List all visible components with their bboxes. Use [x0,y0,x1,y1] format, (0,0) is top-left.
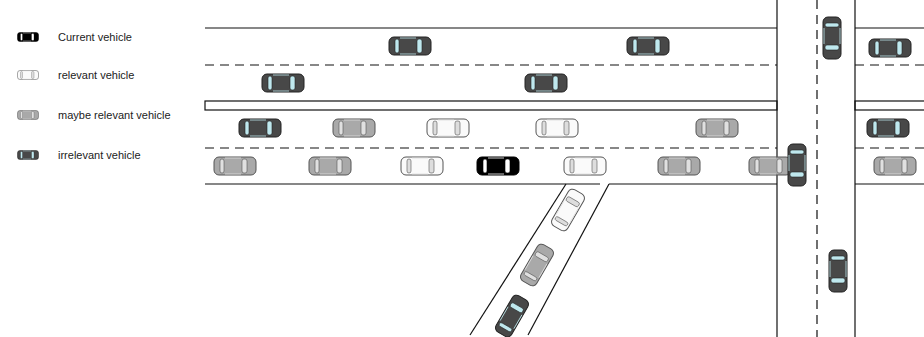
lane-divider [205,64,777,65]
maybe-relevant-vehicle [309,157,351,175]
legend-icons [18,33,39,160]
irrelevant-vehicle [829,250,847,292]
road-edge [854,0,855,337]
irrelevant-vehicle [239,119,281,137]
irrelevant-vehicle [867,119,909,137]
maybe-relevant-vehicle [214,157,256,175]
road-edge [855,183,924,184]
legend-swatch [18,111,39,120]
irrelevant-vehicle [262,74,304,92]
irrelevant-vehicle [823,17,841,59]
legend-swatch [18,71,39,80]
irrelevant-vehicle [525,74,567,92]
legend-label: maybe relevant vehicle [58,108,171,122]
legend-label: irrelevant vehicle [58,148,141,162]
maybe-relevant-vehicle [333,119,375,137]
legend-swatch [18,33,39,42]
irrelevant-vehicle [389,37,431,55]
relevant-vehicle [536,119,578,137]
legend-swatch [18,151,39,160]
irrelevant-vehicle [869,39,911,57]
lane-divider [205,147,777,148]
road-edge [855,27,924,28]
median-strip [205,101,777,110]
lane-divider [855,147,924,148]
maybe-relevant-vehicle [658,157,700,175]
irrelevant-vehicle [788,144,806,186]
maybe-relevant-vehicle [874,157,916,175]
lane-divider [855,64,924,65]
legend-label: relevant vehicle [58,68,134,82]
road-edge [609,183,777,184]
maybe-relevant-vehicle [696,119,738,137]
road-edge [205,27,777,28]
road-edge [205,183,600,184]
legend-label: Current vehicle [58,30,132,44]
relevant-vehicle [427,119,469,137]
lane-divider [816,0,817,337]
maybe-relevant-vehicle [749,157,791,175]
relevant-vehicle [401,157,443,175]
current-vehicle [477,157,519,175]
median-strip [855,101,924,110]
relevant-vehicle [564,157,606,175]
irrelevant-vehicle [494,293,531,337]
relevant-vehicle [550,187,587,232]
maybe-relevant-vehicle [519,242,556,287]
irrelevant-vehicle [627,37,669,55]
